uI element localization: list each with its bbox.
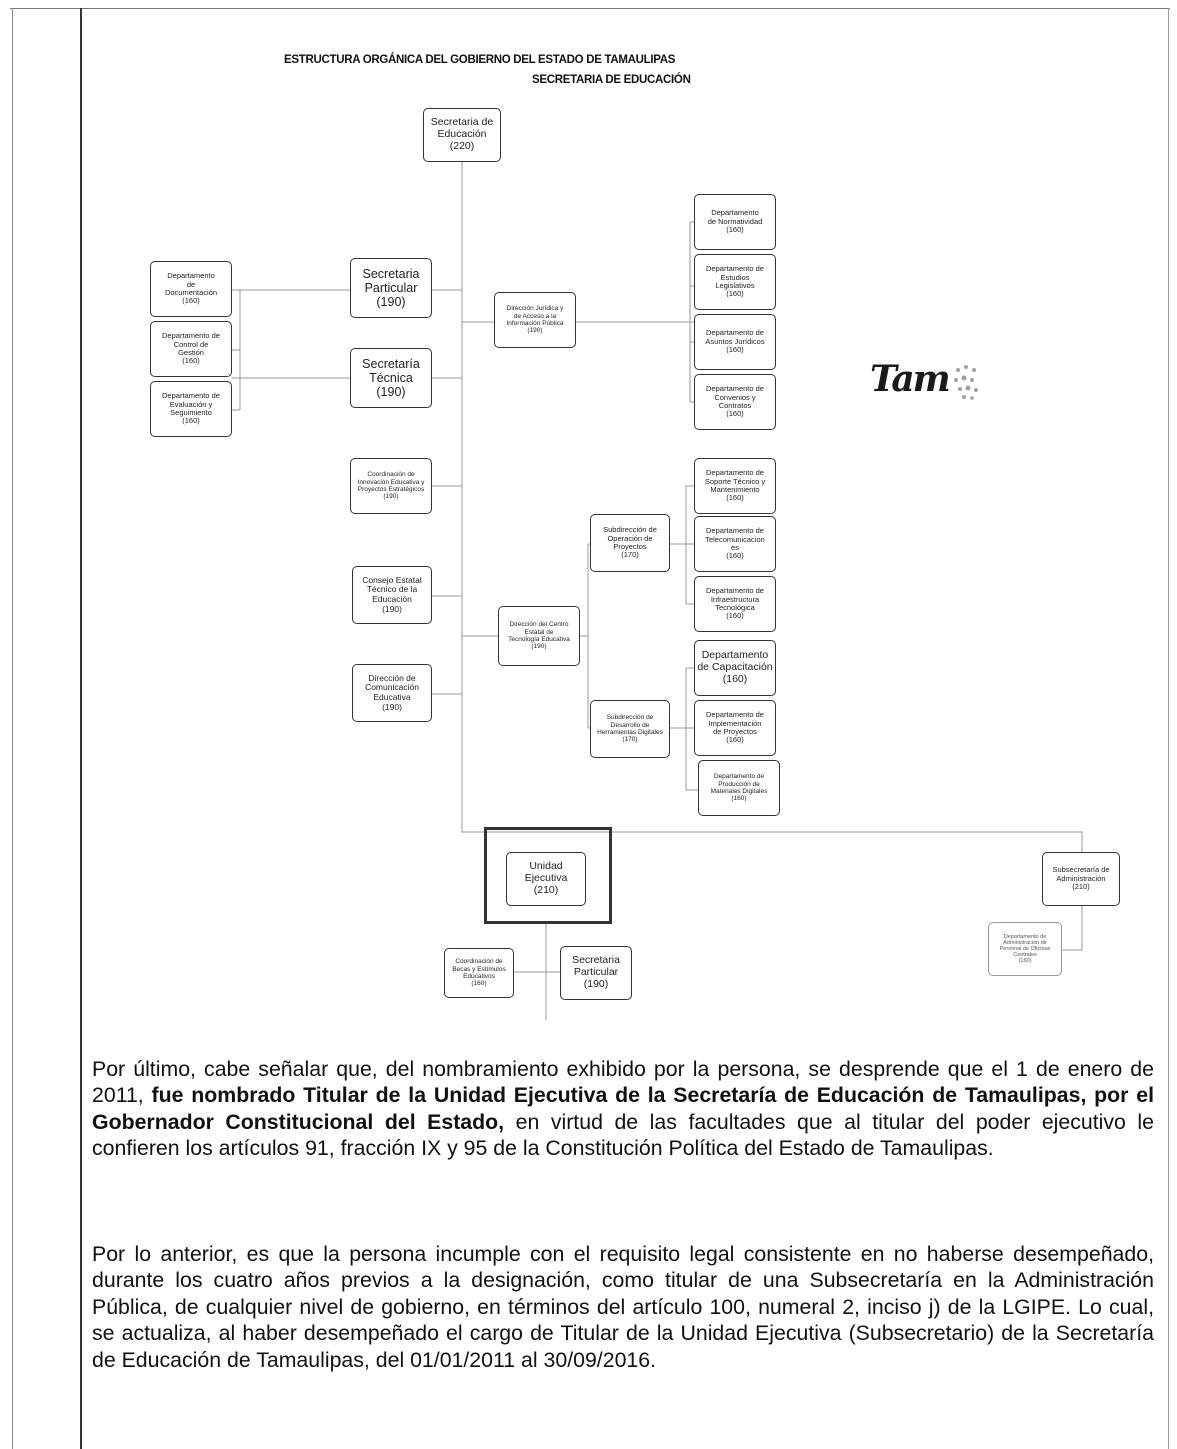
- box-direccion-juridica: Dirección Jurídica y de Acceso a la Info…: [494, 292, 576, 348]
- paragraph-nombramiento: Por último, cabe señalar que, del nombra…: [92, 1056, 1154, 1162]
- box-departamento-produccion: Departamento de Producción de Materiales…: [698, 760, 780, 816]
- box-departamento-documentacion: Departamento de Documentación (160): [150, 261, 232, 317]
- box-secretaria-particular: Secretaria Particular (190): [350, 258, 432, 318]
- box-coordinacion-innovacion: Coordinación de Innovación Educativa y P…: [350, 458, 432, 514]
- tam-logo-text: Tam: [870, 358, 951, 400]
- box-departamento-administracion-personal: Departamento de Administración de Person…: [988, 922, 1062, 976]
- box-departamento-normatividad: Departamento de Normatividad (160): [694, 194, 776, 250]
- box-departamento-telecomunicaciones: Departamento de Telecomunicacion es (160…: [694, 516, 776, 572]
- org-chart-subtitle: SECRETARIA DE EDUCACIÓN: [532, 74, 691, 86]
- paragraph-conclusion: Por lo anterior, es que la persona incum…: [92, 1242, 1154, 1372]
- box-subdireccion-operacion: Subdirección de Operación de Proyectos (…: [590, 514, 670, 572]
- box-direccion-centro-estatal: Dirección del Centro Estatal de Tecnolog…: [498, 606, 580, 666]
- box-departamento-convenios: Departamento de Convenios y Contratos (1…: [694, 374, 776, 430]
- box-coordinacion-becas: Coordinación de Becas y Estímulos Educat…: [444, 948, 514, 998]
- box-unidad-ejecutiva: Unidad Ejecutiva (210): [506, 852, 586, 906]
- box-subsecretaria-administracion: Subsecretaría de Administración (210): [1042, 852, 1120, 906]
- right-margin-line: [1168, 8, 1169, 1449]
- box-departamento-control-gestion: Departamento de Control de Gestión (160): [150, 321, 232, 377]
- org-chart-title: ESTRUCTURA ORGÁNICA DEL GOBIERNO DEL EST…: [284, 54, 676, 66]
- box-consejo-estatal: Consejo Estatal Técnico de la Educación …: [352, 566, 432, 624]
- box-secretaria-particular-ue: Secretaria Particular (190): [560, 946, 632, 1000]
- left-margin-line-inner: [80, 8, 82, 1449]
- unidad-ejecutiva-highlight-frame: [484, 827, 612, 924]
- box-departamento-implementacion: Departamento de Implementación de Proyec…: [694, 700, 776, 756]
- box-departamento-evaluacion: Departamento de Evaluación y Seguimiento…: [150, 381, 232, 437]
- box-departamento-asuntos-juridicos: Departamento de Asuntos Jurídicos (160): [694, 314, 776, 370]
- box-departamento-estudios-legislativos: Departamento de Estudios Legislativos (1…: [694, 254, 776, 310]
- box-direccion-comunicacion: Dirección de Comunicación Educativa (190…: [352, 664, 432, 722]
- box-departamento-capacitacion: Departamento de Capacitación (160): [694, 640, 776, 696]
- box-secretaria-tecnica: Secretaría Técnica (190): [350, 348, 432, 408]
- paragraph-1-text-a: Por último, cabe señalar que, del nombra…: [92, 1057, 1154, 1108]
- box-subdireccion-desarrollo: Subdirección de Desarrollo de Herramient…: [590, 700, 670, 758]
- box-secretaria-educacion: Secretaria de Educación (220): [423, 108, 501, 162]
- box-departamento-soporte: Departamento de Soporte Técnico y Manten…: [694, 458, 776, 514]
- top-border-line: [10, 8, 1170, 9]
- left-margin-line-outer: [12, 8, 13, 1449]
- paragraph-1-bold: fue nombrado Titular de la Unidad Ejecut…: [92, 1083, 1155, 1134]
- box-departamento-infraestructura: Departamento de Infraestructura Tecnológ…: [694, 576, 776, 632]
- paragraph-1-text-b: en virtud de las facultades que al titul…: [92, 1109, 1154, 1161]
- tamaulipas-emblem-icon: [954, 365, 978, 400]
- tam-logo: Tam: [870, 358, 988, 408]
